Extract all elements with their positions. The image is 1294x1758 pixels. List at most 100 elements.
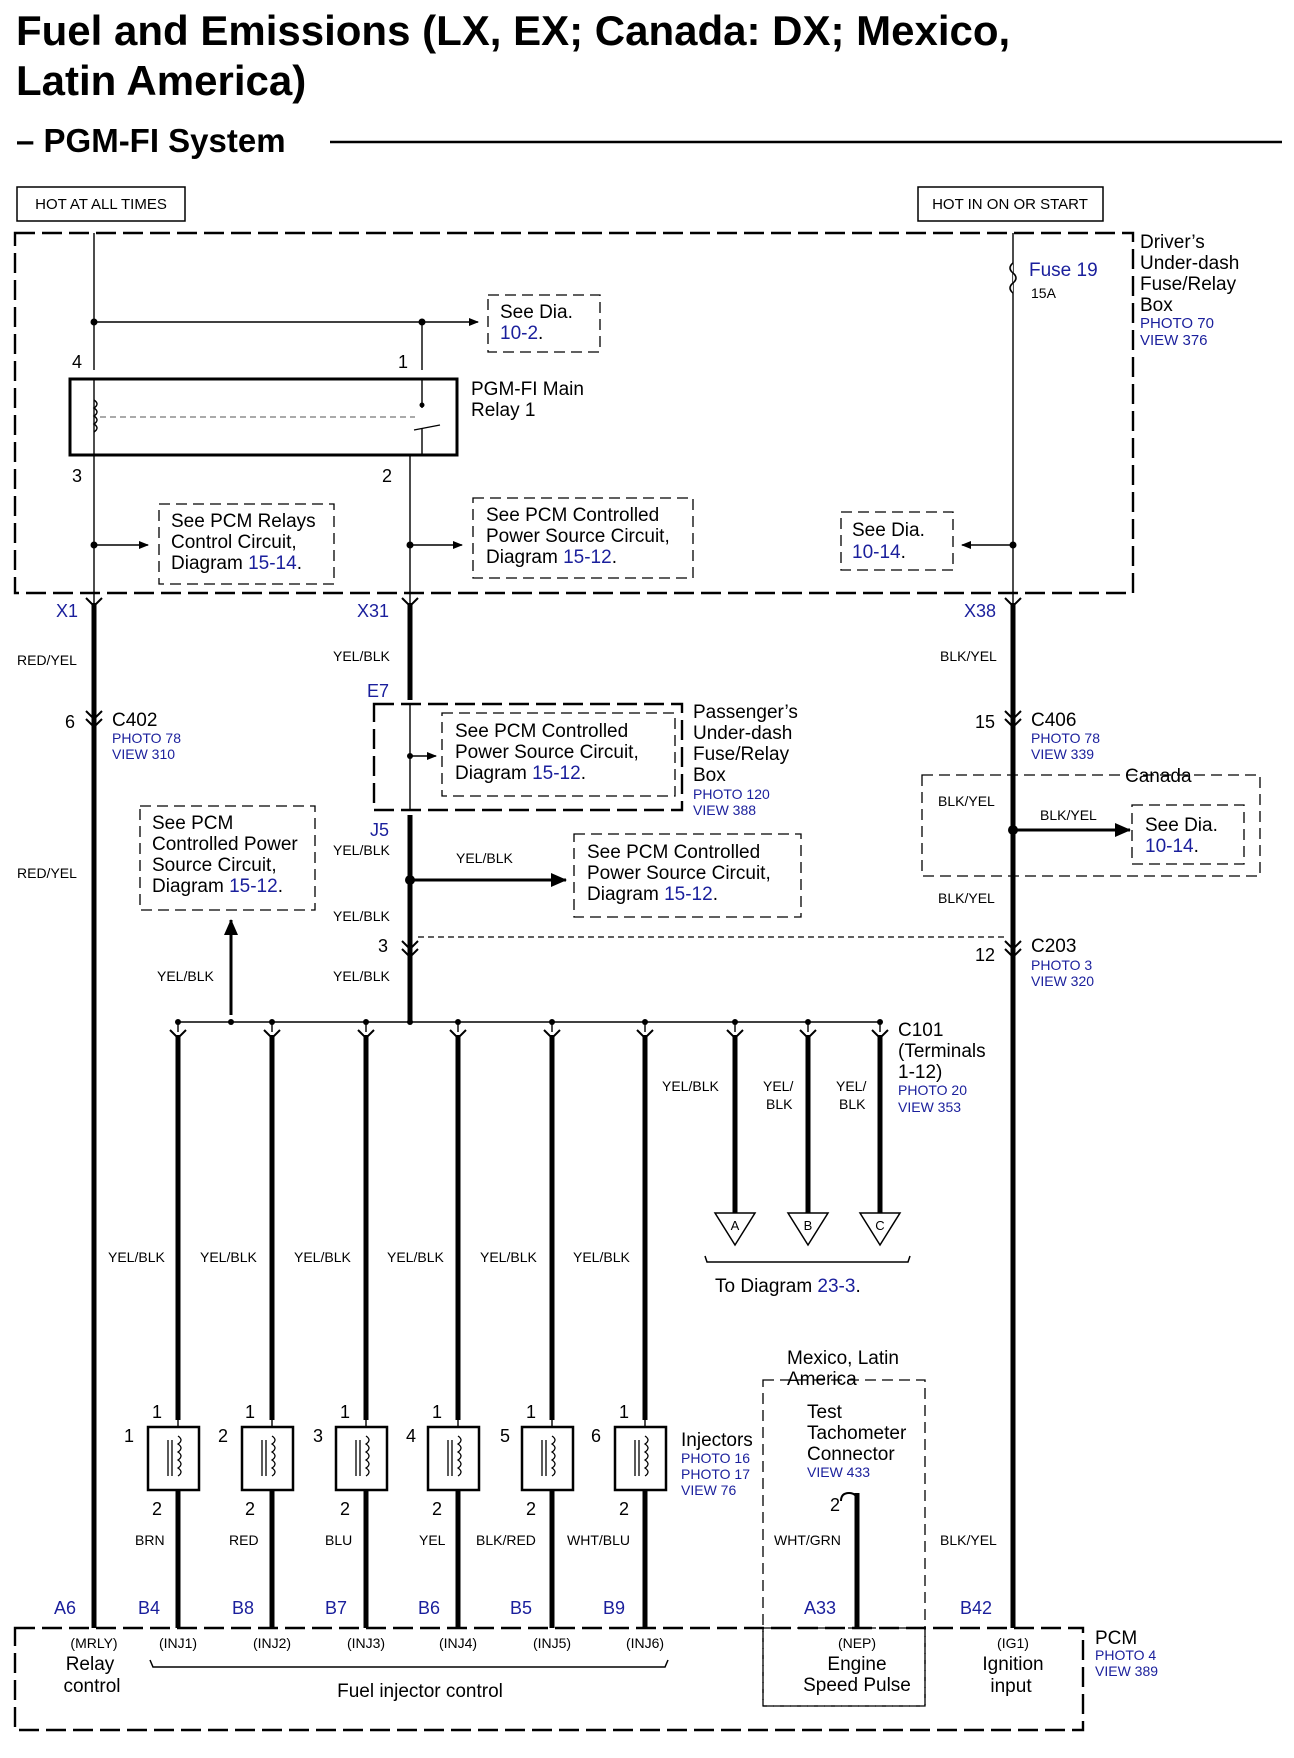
c101-label-2: (Terminals	[898, 1041, 986, 1062]
to-diagram-label[interactable]: To Diagram 23-3.	[715, 1276, 861, 1297]
drivers-box-label-2: Under-dash	[1140, 253, 1239, 274]
wire-color-yel-blk-left: YEL/BLK	[157, 968, 214, 984]
wire-color-brn: BRN	[135, 1532, 165, 1548]
inj6-pin-bottom: 2	[619, 1499, 629, 1519]
pcm-label: PCM	[1095, 1628, 1137, 1649]
connector-c203-right-mark	[1004, 940, 1022, 959]
c203-pin-right: 12	[975, 945, 995, 965]
pcm-ignition-label: Ignition	[982, 1654, 1043, 1675]
mexico-label-1: Mexico, Latin	[787, 1348, 899, 1369]
inj2-pin-bottom: 2	[245, 1499, 255, 1519]
c406-view: VIEW 339	[1031, 746, 1094, 762]
ref-pcm-power-1-l3[interactable]: Diagram 15-12.	[486, 547, 617, 568]
drivers-box-photo: PHOTO 70	[1140, 315, 1214, 332]
inj4-pin-top: 1	[432, 1402, 442, 1422]
wire-color-yel-blk-x31: YEL/BLK	[333, 648, 390, 664]
ref-pcm-power-3-l2: Controlled Power	[152, 834, 298, 855]
section-title: – PGM-FI System	[16, 122, 286, 159]
off-page-a-label: A	[731, 1218, 740, 1233]
injectors-photo-16: PHOTO 16	[681, 1450, 750, 1466]
injector-number-4: 4	[406, 1426, 416, 1446]
wire-color-blk-yel-b42: BLK/YEL	[940, 1532, 997, 1548]
ref-pcm-relays-l3[interactable]: Diagram 15-14.	[171, 553, 302, 574]
passenger-box-label-3: Fuse/Relay	[693, 744, 790, 765]
c406-label: C406	[1031, 710, 1076, 731]
relay-contact-icon	[413, 424, 441, 431]
ref-box-pcm-power-1	[472, 497, 694, 579]
connector-c406-mark	[1004, 710, 1022, 729]
pcm-view: VIEW 389	[1095, 1663, 1158, 1679]
ref-pcm-power-4-l3[interactable]: Diagram 15-12.	[587, 884, 718, 905]
ref-dia-10-14-a-link[interactable]: 10-14.	[852, 542, 906, 563]
hot-at-all-times-label: HOT AT ALL TIMES	[35, 196, 167, 213]
wire-color-inj4: YEL/BLK	[387, 1249, 444, 1265]
drivers-box-view: VIEW 376	[1140, 332, 1208, 349]
c402-label: C402	[112, 710, 157, 731]
passenger-box-photo: PHOTO 120	[693, 786, 770, 802]
pcm-nep: (NEP)	[838, 1635, 876, 1651]
ref-dia-10-2-link[interactable]: 10-2.	[500, 323, 543, 344]
ref-pcm-power-3-l4[interactable]: Diagram 15-12.	[152, 876, 283, 897]
pcm-inj5: (INJ5)	[533, 1635, 571, 1651]
ref-pcm-power-1-l1: See PCM Controlled	[486, 505, 659, 526]
hot-at-all-times-box	[16, 186, 186, 222]
pcm-inj4: (INJ4)	[439, 1635, 477, 1651]
ref-pcm-relays-l1: See PCM Relays	[171, 511, 316, 532]
drivers-box-label-4: Box	[1140, 295, 1173, 316]
pcm-ig1: (IG1)	[997, 1635, 1029, 1651]
injector-output-wires	[175, 1490, 648, 1628]
ref-pcm-power-4-l2: Power Source Circuit,	[587, 863, 771, 884]
ref-pcm-power-3-l1: See PCM	[152, 813, 233, 834]
terminal-e7: E7	[367, 681, 389, 701]
to-diagram-drops	[726, 1022, 889, 1213]
ref-pcm-power-2-l1: See PCM Controlled	[455, 721, 628, 742]
c101-photo: PHOTO 20	[898, 1082, 967, 1098]
c406-pin: 15	[975, 712, 995, 732]
test-tach-pin: 2	[830, 1495, 840, 1515]
wire-color-red-yel-1: RED/YEL	[17, 652, 77, 668]
pcm-inj1: (INJ1)	[159, 1635, 197, 1651]
pcm-engine-label: Engine	[827, 1654, 886, 1675]
fuel-injector-bracket	[149, 1659, 669, 1668]
splice-dot	[1009, 541, 1017, 549]
wire-color-red-yel-2: RED/YEL	[17, 865, 77, 881]
wire-color-wht-blu: WHT/BLU	[567, 1532, 630, 1548]
relay-label-1: PGM-FI Main	[471, 379, 584, 400]
connector-c402-mark	[85, 710, 103, 729]
wire-color-inj5: YEL/BLK	[480, 1249, 537, 1265]
terminal-j5: J5	[370, 820, 389, 840]
passenger-box-label-2: Under-dash	[693, 723, 792, 744]
ref-dia-10-14-a-text: See Dia.	[852, 520, 925, 541]
ref-box-dia-10-2	[487, 294, 601, 353]
ref-dia-10-14-b-link[interactable]: 10-14.	[1145, 836, 1199, 857]
ref-box-pcm-relays	[158, 503, 335, 585]
wire-color-blk-yel-canada-branch: BLK/YEL	[1040, 807, 1097, 823]
ref-pcm-relays-l2: Control Circuit,	[171, 532, 297, 553]
injector-number-5: 5	[500, 1426, 510, 1446]
connector-x38-mark	[1004, 597, 1022, 608]
inj6-pin-top: 1	[619, 1402, 629, 1422]
wire-color-yel-b: YEL/	[763, 1078, 793, 1094]
pcm-input-label: input	[990, 1676, 1032, 1697]
off-page-c-label: C	[875, 1218, 884, 1233]
injectors-label: Injectors	[681, 1430, 753, 1451]
wire-color-inj1: YEL/BLK	[108, 1249, 165, 1265]
relay-pin-1: 1	[398, 352, 408, 372]
inj4-pin-bottom: 2	[432, 1499, 442, 1519]
passenger-box-label-1: Passenger’s	[693, 702, 798, 723]
relay-pin-2: 2	[382, 466, 392, 486]
ref-box-pcm-power-4	[573, 833, 802, 918]
injector-6	[613, 1420, 668, 1492]
splice-dot	[90, 541, 98, 549]
wire-color-blk-red: BLK/RED	[476, 1532, 536, 1548]
ref-pcm-power-2-l3[interactable]: Diagram 15-12.	[455, 763, 586, 784]
inj5-pin-top: 1	[526, 1402, 536, 1422]
c203-photo: PHOTO 3	[1031, 957, 1092, 973]
wire-color-yel-blk-a: YEL/BLK	[662, 1078, 719, 1094]
off-page-connector-a	[713, 1212, 757, 1247]
relay-pin-3: 3	[72, 466, 82, 486]
wire-color-inj2: YEL/BLK	[200, 1249, 257, 1265]
passenger-fuse-relay-box	[372, 702, 684, 812]
bus-dot	[407, 1019, 413, 1025]
